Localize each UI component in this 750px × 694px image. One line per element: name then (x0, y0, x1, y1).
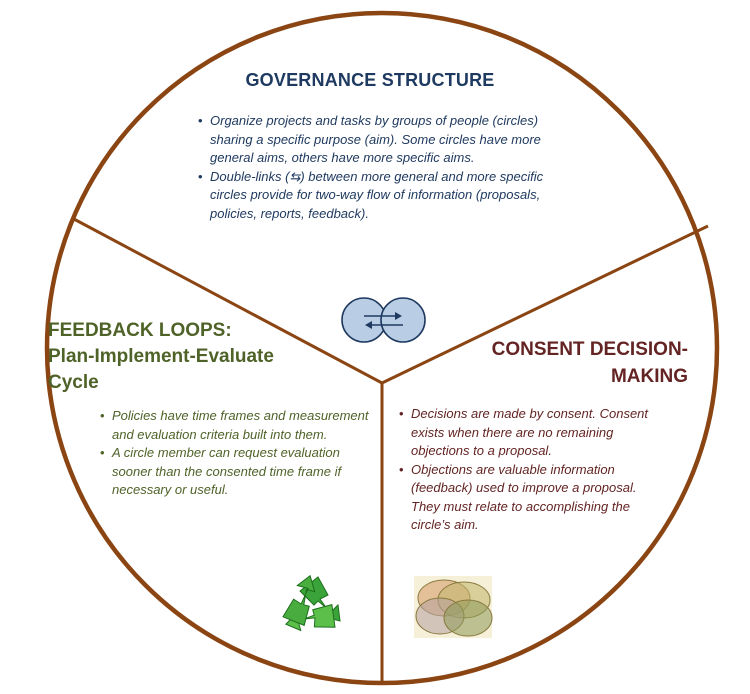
consent-bullet-list: • Decisions are made by consent. Consent … (399, 405, 654, 535)
consent-bullet-2: • Objections are valuable information (fe… (399, 461, 654, 535)
governance-bullet-2-text: Double-links (⇆) between more general an… (210, 168, 544, 221)
governance-heading: GOVERNANCE STRUCTURE (245, 70, 495, 90)
feedback-heading-line-2: Plan-Implement-Evaluate (48, 346, 274, 367)
feedback-bullet-2-text: A circle member can request evaluation s… (112, 445, 342, 497)
bullet-dot: • (399, 461, 404, 477)
bullet-dot: • (198, 113, 203, 128)
feedback-bullet-1-text: Policies have time frames and measuremen… (112, 408, 369, 442)
feedback-heading: FEEDBACK LOOPS: Plan-Implement-Evaluate … (48, 318, 298, 396)
feedback-heading-line-1: FEEDBACK LOOPS: (48, 320, 232, 341)
consent-heading-line-2: MAKING (610, 366, 688, 387)
divider-left (71, 216, 383, 385)
bullet-dot: • (399, 406, 404, 421)
governance-bullet-1: • Organize projects and tasks by groups o… (198, 112, 558, 168)
recycle-icon (282, 574, 341, 632)
governance-bullet-1-text: Organize projects and tasks by groups of… (210, 113, 541, 165)
consent-bullet-1: • Decisions are made by consent. Consent … (399, 405, 654, 461)
feedback-heading-line-3: Cycle (48, 372, 99, 393)
feedback-bullet-list: • Policies have time frames and measureme… (100, 407, 370, 500)
bullet-dot: • (100, 445, 105, 460)
double-link-circles-icon (341, 297, 426, 343)
consent-heading: CONSENT DECISION- MAKING (470, 336, 688, 390)
governance-bullet-list: • Organize projects and tasks by groups o… (198, 112, 558, 223)
bullet-dot: • (100, 408, 105, 423)
governance-bullet-2: • Double-links (⇆) between more general a… (198, 168, 558, 224)
consent-heading-line-1: CONSENT DECISION- (491, 339, 688, 360)
feedback-bullet-1: • Policies have time frames and measureme… (100, 407, 370, 444)
divider-right (381, 224, 709, 385)
venn-diagram-icon (414, 576, 493, 638)
bullet-dot: • (198, 168, 203, 184)
consent-bullet-2-text: Objections are valuable information (fee… (411, 461, 637, 533)
feedback-bullet-2: • A circle member can request evaluation … (100, 444, 370, 500)
consent-bullet-1-text: Decisions are made by consent. Consent e… (411, 406, 649, 458)
